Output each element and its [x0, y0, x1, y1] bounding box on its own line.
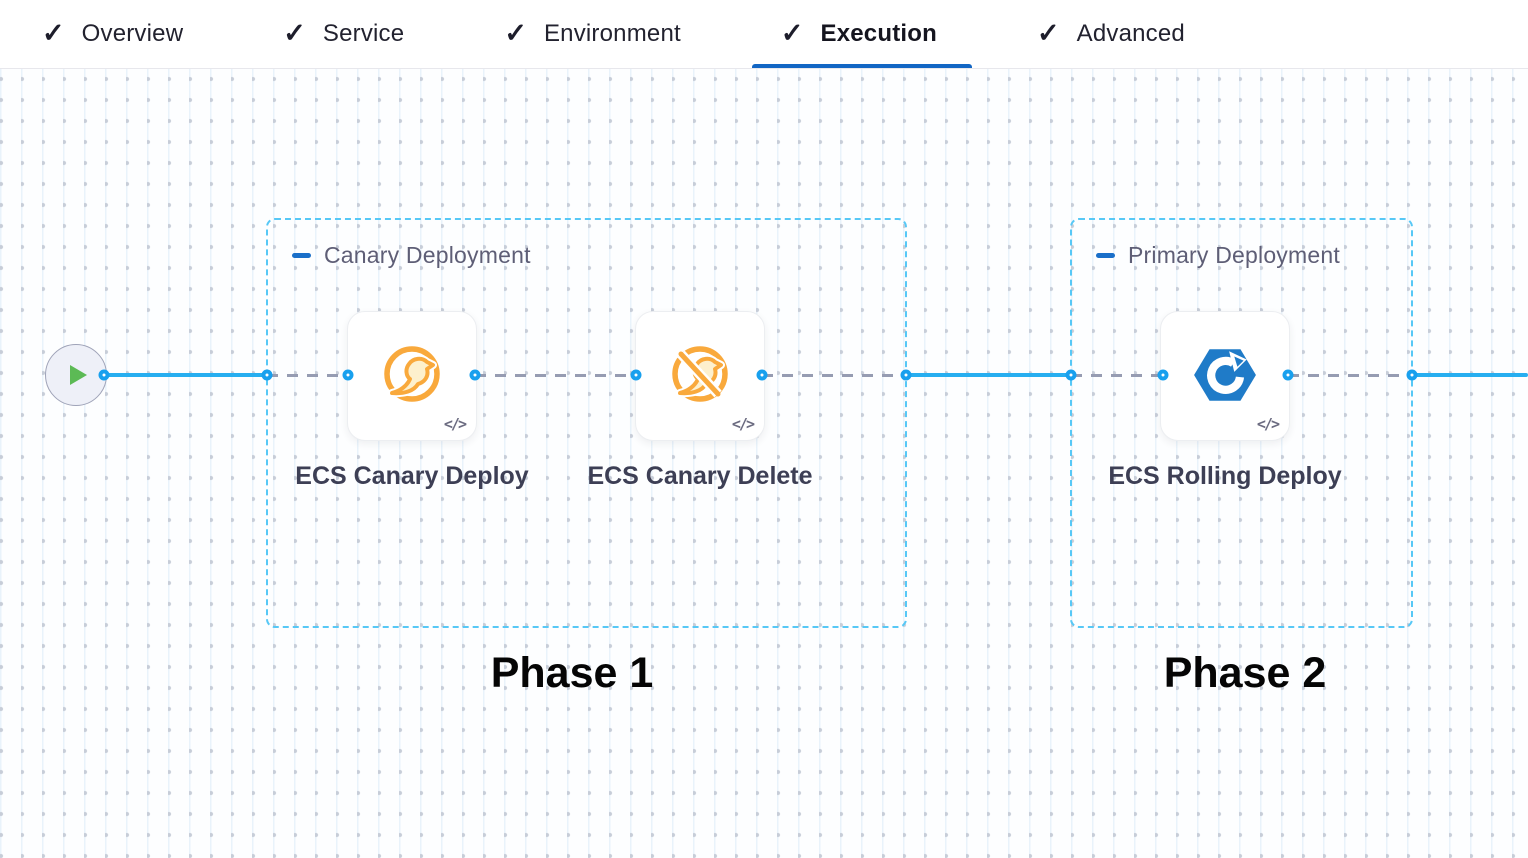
- pipeline-connector-line: [1412, 373, 1528, 377]
- pipeline-connector-line: [475, 373, 636, 377]
- pipeline-start-node[interactable]: [45, 344, 107, 406]
- collapse-dash-icon[interactable]: [292, 253, 311, 258]
- tab-label: Advanced: [1076, 20, 1185, 47]
- connector-point[interactable]: [1065, 369, 1077, 381]
- check-icon: ✓: [504, 17, 527, 48]
- connector-point[interactable]: [630, 369, 642, 381]
- code-badge-icon: </>: [443, 415, 467, 433]
- tab-label: Overview: [81, 20, 184, 47]
- tab-service[interactable]: ✓ Service: [283, 0, 404, 68]
- step-label: ECS Rolling Deploy: [1108, 462, 1342, 490]
- pipeline-connector-line: [906, 373, 1071, 377]
- ecs-canary-delete-icon: [672, 346, 728, 402]
- group-title: Primary Deployment: [1128, 242, 1340, 268]
- group-header: Primary Deployment: [1096, 242, 1340, 269]
- ecs-rolling-deploy-icon: [1194, 349, 1256, 401]
- pipeline-connector-line: [1071, 373, 1163, 377]
- pipeline-connector-line: [1288, 373, 1412, 377]
- stage-group-canary-deployment[interactable]: Canary Deployment: [266, 218, 907, 628]
- stage-group-primary-deployment[interactable]: Primary Deployment: [1070, 218, 1413, 628]
- check-icon: ✓: [42, 17, 65, 48]
- step-ecs-rolling-deploy[interactable]: </>: [1160, 311, 1290, 441]
- connector-point[interactable]: [261, 369, 273, 381]
- tab-advanced[interactable]: ✓ Advanced: [1037, 0, 1185, 68]
- connector-point[interactable]: [1406, 369, 1418, 381]
- tab-label: Execution: [820, 20, 937, 47]
- step-ecs-canary-deploy[interactable]: </>: [347, 311, 477, 441]
- play-icon: [70, 365, 87, 385]
- ecs-canary-deploy-icon: [384, 346, 440, 402]
- pipeline-connector-line: [104, 373, 267, 377]
- stage-tabbar: ✓ Overview ✓ Service ✓ Environment ✓ Exe…: [0, 0, 1528, 69]
- connector-point[interactable]: [342, 369, 354, 381]
- tab-execution[interactable]: ✓ Execution: [751, 0, 973, 68]
- pipeline-canvas[interactable]: Canary Deployment Primary Deployment </>: [0, 69, 1528, 858]
- group-title: Canary Deployment: [324, 242, 531, 268]
- connector-point[interactable]: [1157, 369, 1169, 381]
- phase-2-label: Phase 2: [1163, 649, 1327, 697]
- pipeline-connector-line: [267, 373, 348, 377]
- tab-overview[interactable]: ✓ Overview: [42, 0, 183, 68]
- step-label: ECS Canary Deploy: [295, 462, 529, 490]
- tab-environment[interactable]: ✓ Environment: [504, 0, 681, 68]
- connector-point[interactable]: [98, 369, 110, 381]
- check-icon: ✓: [283, 17, 306, 48]
- pipeline-connector-line: [762, 373, 906, 377]
- collapse-dash-icon[interactable]: [1096, 253, 1115, 258]
- code-badge-icon: </>: [1256, 415, 1280, 433]
- connector-point[interactable]: [1282, 369, 1294, 381]
- phase-1-label: Phase 1: [490, 649, 654, 697]
- check-icon: ✓: [1037, 17, 1060, 48]
- check-icon: ✓: [780, 17, 804, 48]
- connector-point[interactable]: [900, 369, 912, 381]
- step-label: ECS Canary Delete: [587, 462, 813, 490]
- connector-point[interactable]: [469, 369, 481, 381]
- tab-label: Environment: [543, 20, 681, 47]
- group-header: Canary Deployment: [292, 242, 531, 269]
- connector-point[interactable]: [756, 369, 768, 381]
- step-ecs-canary-delete[interactable]: </>: [635, 311, 765, 441]
- tab-label: Service: [322, 20, 405, 47]
- code-badge-icon: </>: [731, 415, 755, 433]
